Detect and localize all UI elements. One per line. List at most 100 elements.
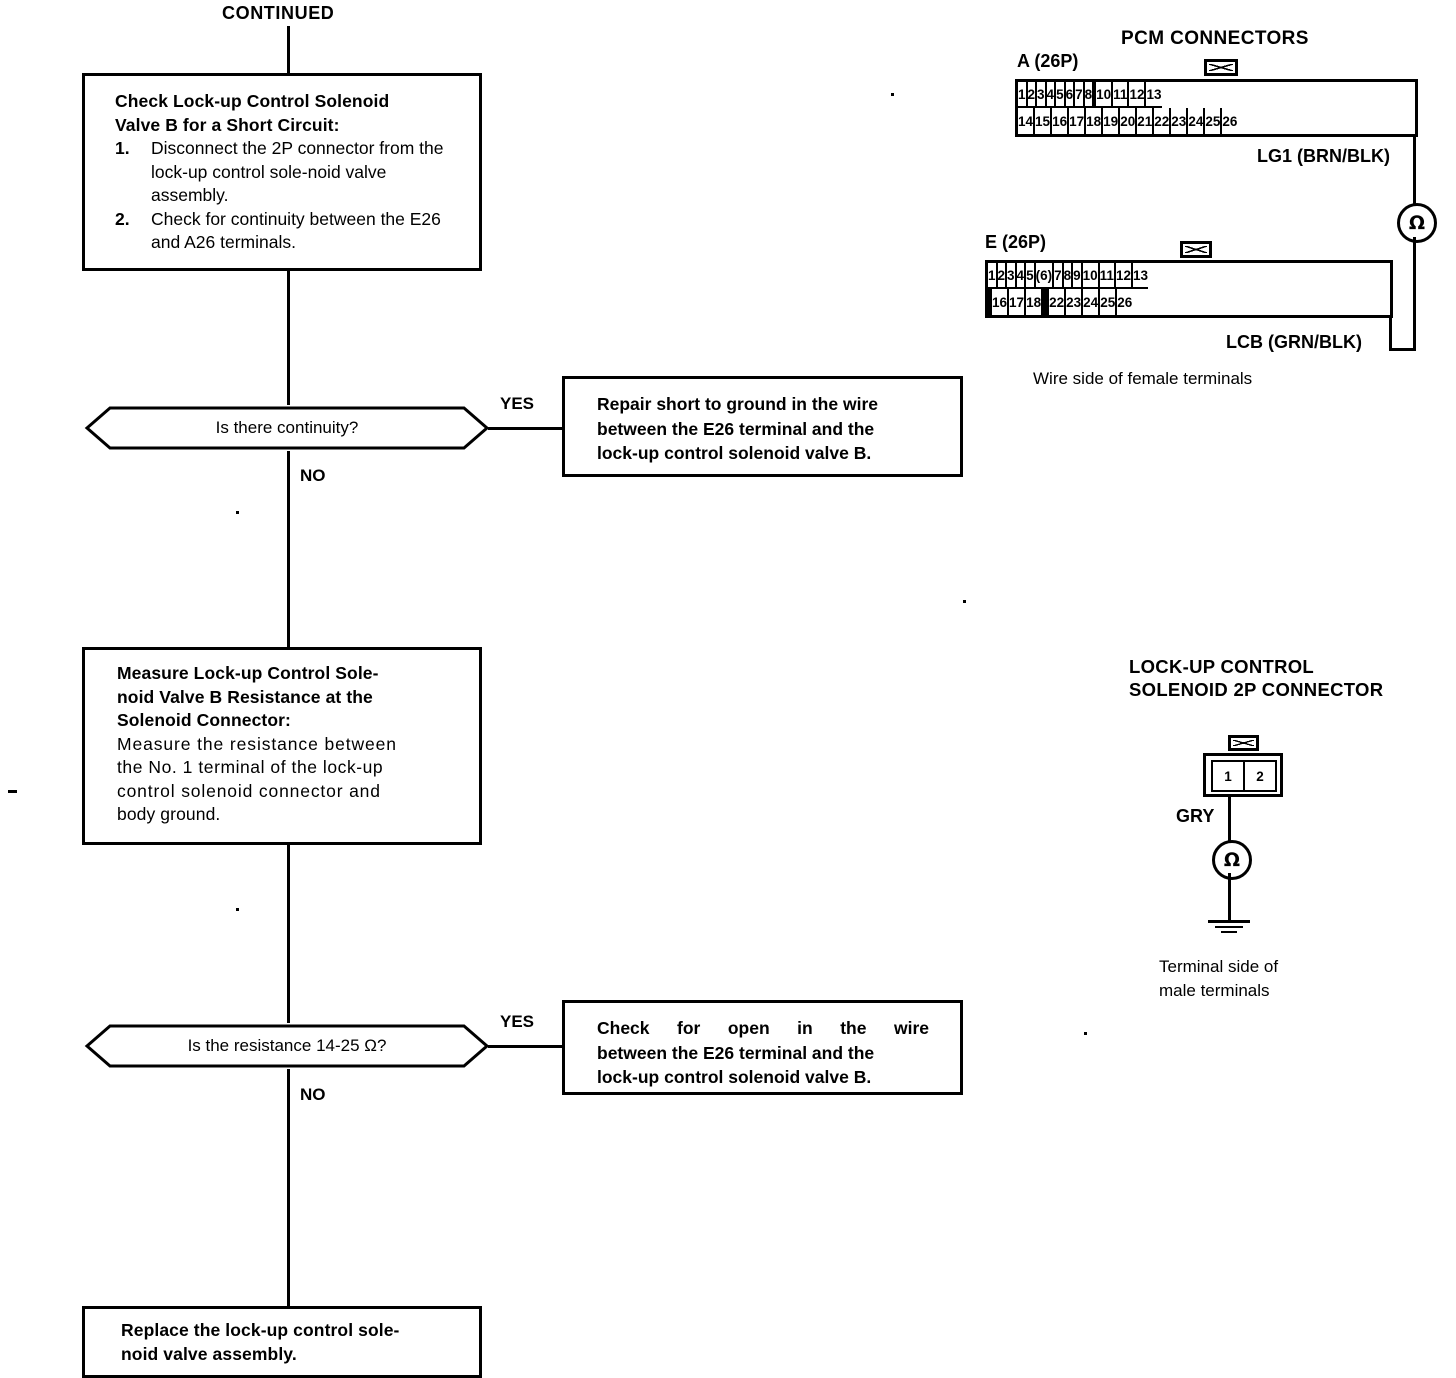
- connector-a-top-cell-label: 8: [1084, 86, 1093, 102]
- connector-a-bottom-cell: 17: [1069, 108, 1087, 134]
- connector-e-bottom-cell-label: 16: [992, 294, 1008, 310]
- step2-heading-line2: noid Valve B Resistance at the: [117, 686, 373, 707]
- connector-a-top-cell-label: 1: [1018, 86, 1026, 102]
- connector-a-bottom-cell-label: 22: [1154, 113, 1170, 129]
- result1-line1: Repair short to ground in the wire: [597, 394, 878, 414]
- step1-item-list: 1. Disconnect the 2P connector from the …: [115, 137, 463, 255]
- flow-connector-top: [287, 26, 290, 73]
- wire-e26-stub: [1389, 318, 1392, 351]
- connector-a-top-cell: 13: [1146, 82, 1162, 108]
- ohm-symbol: Ω: [1223, 848, 1241, 871]
- connector-a-top-cell: [1094, 82, 1097, 108]
- decision2-question: Is the resistance 14-25 Ω?: [187, 1036, 387, 1055]
- connector-e-top-cell-label: 12: [1115, 267, 1131, 283]
- connector-a-top-cell-label: 5: [1056, 86, 1064, 102]
- connector-a-bottom-cell-label: 21: [1137, 113, 1153, 129]
- step2-body-line2: the No. 1 terminal of the lock-up: [117, 757, 384, 777]
- connector-e-top-cell: (6): [1035, 263, 1055, 289]
- decision2-no-line: [287, 1069, 290, 1306]
- connector-a-bottom-cell-label: 24: [1188, 113, 1204, 129]
- connector-e-top-cell-label: 9: [1073, 267, 1081, 283]
- ground-bar-2: [1215, 926, 1243, 928]
- connector-e-bottom-cell: [1047, 289, 1050, 315]
- step1-box: Check Lock-up Control Solenoid Valve B f…: [82, 73, 482, 271]
- connector-e-bottom-cell: 23: [1066, 289, 1084, 315]
- result1-box: Repair short to ground in the wire betwe…: [562, 376, 963, 477]
- decision2-diamond: Is the resistance 14-25 Ω?: [84, 1023, 490, 1069]
- step2-box: Measure Lock-up Control Sole- noid Valve…: [82, 647, 482, 845]
- solenoid-caption-line1: Terminal side of: [1159, 957, 1279, 976]
- solenoid-wire-vertical: [1228, 795, 1231, 842]
- scan-artifact: [8, 790, 17, 793]
- wire-meter-to-e26-horizontal: [1389, 348, 1416, 351]
- ohm-symbol: Ω: [1408, 211, 1426, 234]
- list-item-number: 2.: [115, 208, 130, 229]
- result2-box: Check for open in the wire between the E…: [562, 1000, 963, 1095]
- decision1-no-label: NO: [300, 466, 326, 485]
- connector-a-bottom-cell: 14: [1018, 108, 1036, 134]
- connector-a-top-cell-label: 13: [1146, 86, 1162, 102]
- connector-a-bottom-cell-label: 26: [1222, 113, 1238, 129]
- scan-artifact: [963, 600, 966, 603]
- connector-e-bottom-cell-label: 25: [1100, 294, 1116, 310]
- ohmmeter-solenoid-icon: Ω: [1212, 840, 1252, 880]
- connector-e-top-cell: 1: [988, 263, 998, 289]
- connector-e-top-cell: 2: [997, 263, 1008, 289]
- connector-e-top-cell: 7: [1054, 263, 1064, 289]
- result1-line2: between the E26 terminal and the: [597, 418, 875, 439]
- result2-line1: Check for open in the wire: [597, 1018, 929, 1038]
- pcm-connectors-title: PCM CONNECTORS: [1121, 28, 1309, 49]
- connector-a-top-cell: 6: [1065, 82, 1076, 108]
- result2-line3: lock-up control solenoid valve B.: [597, 1067, 872, 1087]
- step1-heading-line2: Valve B for a Short Circuit:: [115, 114, 340, 135]
- connector-a-top-cell: 2: [1027, 82, 1038, 108]
- solenoid-ground-wire: [1228, 873, 1231, 922]
- connector-a-bottom-cell-label: 17: [1069, 113, 1085, 129]
- list-item-number: 1.: [115, 138, 130, 158]
- connector-e-top-cell: 4: [1016, 263, 1027, 289]
- solenoid-title-line1: LOCK-UP CONTROL: [1129, 656, 1315, 677]
- connector-a-bottom-cell-label: 25: [1205, 113, 1221, 129]
- decision2-yes-label: YES: [500, 1012, 535, 1031]
- connector-a-bottom-cell-label: 16: [1052, 113, 1068, 129]
- connector-a-bottom-cell: 22: [1154, 108, 1172, 134]
- connector-a-bottom-cell-label: 18: [1086, 113, 1102, 129]
- solenoid-connector-body: 1 2: [1203, 753, 1283, 797]
- connector-a-bottom-cell: 23: [1171, 108, 1189, 134]
- connector-e-wire-label: LCB (GRN/BLK): [1226, 332, 1362, 352]
- decision1-yes-line: [488, 427, 562, 430]
- connector-e-top-cell-label: 10: [1082, 267, 1098, 283]
- step2-body-line1: Measure the resistance between: [117, 733, 397, 754]
- connector-a-lock-tab-icon: [1204, 59, 1238, 76]
- connector-e-top-cell: 12: [1115, 263, 1133, 289]
- connector-e-bottom-cell-label: 17: [1009, 294, 1025, 310]
- flow-connector-step2-decision2: [287, 845, 290, 1023]
- connector-a-wire-label: LG1 (BRN/BLK): [1257, 146, 1390, 166]
- solenoid-terminal-2: 2: [1245, 762, 1275, 790]
- connector-e-bottom-cell-label: 24: [1083, 294, 1099, 310]
- connector-a-top-cell: 4: [1046, 82, 1057, 108]
- connector-e-bottom-cell: 16: [992, 289, 1010, 315]
- ground-bar-1: [1208, 920, 1250, 923]
- connector-e-top-cell: 11: [1099, 263, 1116, 289]
- connector-e-top-cell: 5: [1026, 263, 1036, 289]
- connector-a-bottom-cell: 25: [1205, 108, 1223, 134]
- connector-a-top-cell: 3: [1037, 82, 1047, 108]
- connector-a-top-cell-label: 11: [1113, 86, 1128, 102]
- ground-bar-3: [1221, 931, 1237, 933]
- connector-a-top-cell: 5: [1056, 82, 1066, 108]
- solenoid-title-line2: SOLENOID 2P CONNECTOR: [1129, 679, 1384, 700]
- connector-a-top-cell: 12: [1129, 82, 1147, 108]
- connector-a-top-cell: 8: [1084, 82, 1095, 108]
- connector-a-bottom-cell-label: 19: [1103, 113, 1119, 129]
- scan-artifact: [1084, 1032, 1087, 1035]
- solenoid-terminal-2-label: 2: [1256, 768, 1264, 784]
- connector-e-top-cell-label: 2: [997, 267, 1006, 283]
- final-line2: noid valve assembly.: [121, 1343, 297, 1364]
- connector-a-top-cell: 10: [1096, 82, 1114, 108]
- connector-e-top-cell-label: 8: [1063, 267, 1072, 283]
- final-line1: Replace the lock-up control sole-: [121, 1320, 400, 1340]
